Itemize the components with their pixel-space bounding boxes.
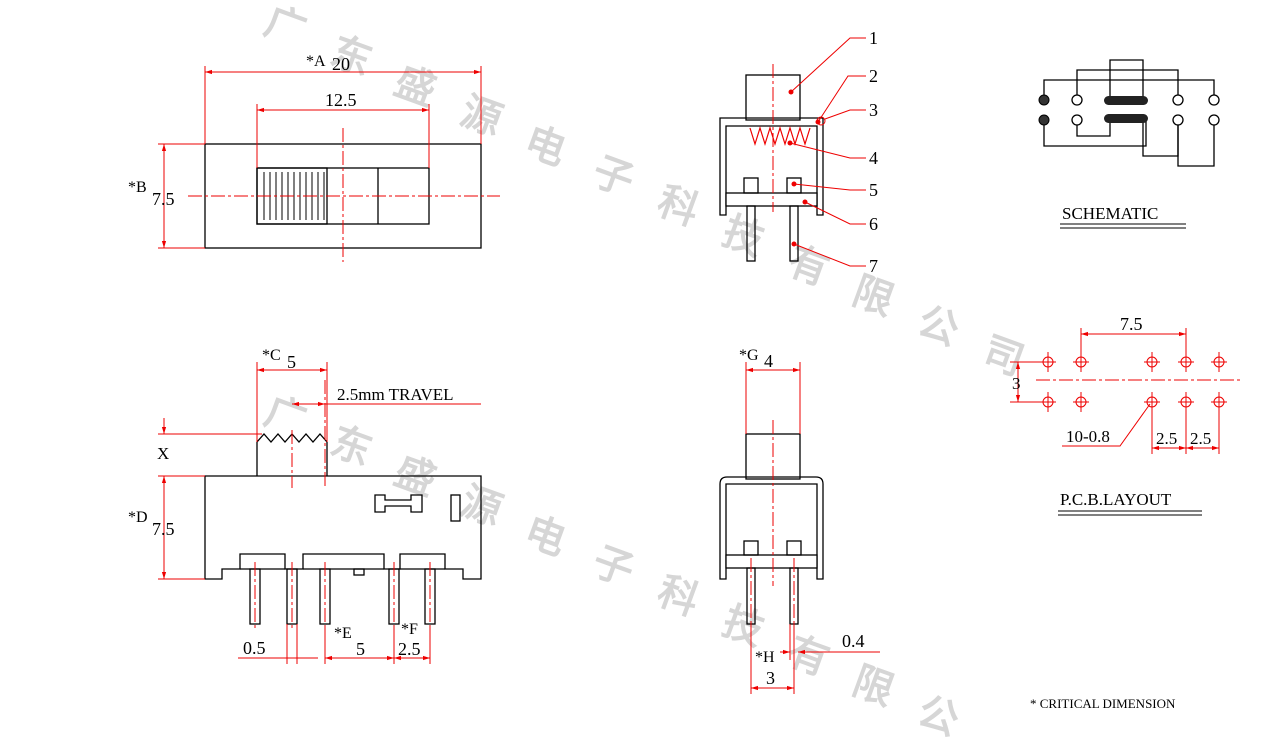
slot-cutout bbox=[450, 494, 461, 522]
dim-b-label: *B bbox=[128, 179, 147, 196]
center-stub bbox=[353, 568, 365, 576]
dim-d-value: 7.5 bbox=[152, 519, 175, 539]
callout-6: 6 bbox=[869, 214, 878, 234]
watermark-char: 公 bbox=[912, 688, 965, 744]
watermark-char: 子 bbox=[587, 148, 640, 205]
switch-housing bbox=[204, 475, 482, 580]
watermark-char: 科 bbox=[652, 568, 705, 625]
watermark-char: 科 bbox=[652, 178, 705, 235]
section-cover bbox=[719, 117, 824, 216]
dim-b-value: 7.5 bbox=[152, 189, 175, 209]
dim-knob-value: 12.5 bbox=[325, 90, 357, 110]
hole-spec-leader bbox=[1062, 403, 1151, 447]
watermark-char: 限 bbox=[847, 268, 900, 325]
watermark: 广 东 盛 源 电 子 科 技 有 限 公 司 广 东 盛 源 电 子 科 技 … bbox=[259, 0, 1030, 744]
travel-label: 2.5mm TRAVEL bbox=[337, 385, 454, 404]
callout-1: 1 bbox=[869, 28, 878, 48]
callout-4: 4 bbox=[869, 148, 878, 168]
dim-e-label: *E bbox=[334, 625, 352, 642]
pcb-layout-title: P.C.B.LAYOUT bbox=[1060, 490, 1172, 509]
schematic: SCHEMATIC bbox=[1038, 59, 1220, 229]
spring bbox=[749, 125, 811, 147]
section-contact-right bbox=[786, 177, 802, 194]
side-cover bbox=[719, 476, 824, 580]
side-view: *G 4 *H 3 0.4 bbox=[719, 347, 880, 694]
pin-width-value: 0.5 bbox=[243, 638, 266, 658]
dim-h-value: 3 bbox=[766, 668, 775, 688]
section-view: 1 2 3 4 5 6 7 bbox=[719, 28, 878, 276]
callout-5: 5 bbox=[869, 180, 878, 200]
front-pins bbox=[249, 562, 436, 628]
row-spacing-value: 3 bbox=[1012, 374, 1021, 393]
side-base bbox=[725, 554, 818, 569]
watermark-char: 技 bbox=[717, 208, 770, 265]
callout-7: 7 bbox=[869, 256, 878, 276]
callout-3: 3 bbox=[869, 100, 878, 120]
callout-2: 2 bbox=[869, 66, 878, 86]
pitch-total-value: 7.5 bbox=[1120, 314, 1143, 334]
pitch-b-value: 2.5 bbox=[1190, 429, 1211, 448]
dim-c-label: *C bbox=[262, 347, 281, 364]
dim-h-label: *H bbox=[755, 649, 775, 666]
pcb-holes bbox=[1040, 352, 1227, 412]
section-pin-right bbox=[789, 205, 799, 262]
watermark-char: 技 bbox=[717, 598, 770, 655]
hole-spec-value: 10-0.8 bbox=[1066, 427, 1110, 446]
front-view: *C 5 2.5mm TRAVEL X *D 7.5 0.5 *E 5 *F 2… bbox=[128, 347, 482, 664]
watermark-char: 电 bbox=[519, 118, 572, 175]
dim-g-value: 4 bbox=[764, 351, 773, 371]
top-view: *A 20 12.5 *B 7.5 bbox=[128, 53, 500, 262]
watermark-char: 东 bbox=[325, 418, 378, 475]
section-contact-left bbox=[743, 177, 759, 194]
h-cutout bbox=[374, 494, 423, 513]
dim-g-label: *G bbox=[739, 347, 759, 364]
callout-leaders bbox=[787, 37, 866, 267]
watermark-char: 子 bbox=[587, 538, 640, 595]
dim-f-label: *F bbox=[401, 621, 418, 638]
watermark-char: 司 bbox=[977, 328, 1030, 385]
dim-a-label: *A bbox=[306, 53, 326, 70]
watermark-char: 盛 bbox=[389, 58, 442, 115]
dim-d-label: *D bbox=[128, 509, 148, 526]
dim-c-value: 5 bbox=[287, 352, 296, 372]
dim-a-value: 20 bbox=[332, 54, 350, 74]
section-base bbox=[725, 192, 818, 207]
x-label: X bbox=[157, 444, 169, 463]
section-pin-left bbox=[746, 205, 756, 262]
dim-f-value: 2.5 bbox=[398, 639, 421, 659]
watermark-char: 公 bbox=[912, 298, 965, 355]
schematic-title: SCHEMATIC bbox=[1062, 204, 1158, 223]
watermark-char: 限 bbox=[847, 658, 900, 715]
critical-dimension-note: * CRITICAL DIMENSION bbox=[1030, 696, 1176, 711]
pcb-layout: 7.5 3 10-0.8 2.5 2.5 P.C.B.LAYOUT bbox=[1010, 314, 1240, 516]
watermark-char: 广 bbox=[259, 0, 312, 55]
watermark-char: 电 bbox=[519, 508, 572, 565]
pitch-a-value: 2.5 bbox=[1156, 429, 1177, 448]
dim-e-value: 5 bbox=[356, 639, 365, 659]
pin-thickness-value: 0.4 bbox=[842, 631, 865, 651]
